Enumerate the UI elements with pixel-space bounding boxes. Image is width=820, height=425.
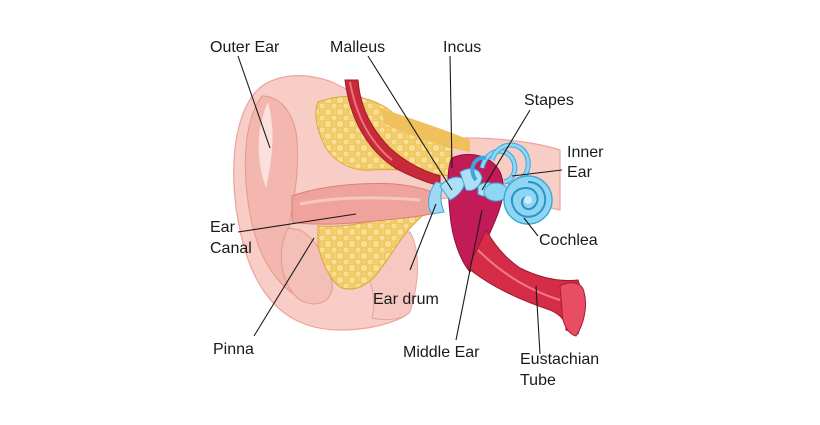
label-malleus: Malleus xyxy=(330,39,385,56)
leader-cochlea xyxy=(523,217,539,237)
leader-inner-ear xyxy=(511,169,563,177)
leader-pinna xyxy=(253,237,315,337)
label-eustachian-line2: Tube xyxy=(520,372,556,389)
label-inner-ear-line2: Ear xyxy=(567,164,593,181)
label-ear-drum: Ear drum xyxy=(373,291,439,308)
label-pinna: Pinna xyxy=(213,341,254,358)
label-incus: Incus xyxy=(443,39,481,56)
leader-malleus xyxy=(367,55,453,191)
inner-ear-shape xyxy=(470,142,553,225)
label-inner-ear-line1: Inner xyxy=(567,144,604,161)
leader-lines xyxy=(237,55,563,355)
leader-ear-canal xyxy=(237,213,357,233)
leader-eustachian-tube xyxy=(535,285,541,355)
label-stapes: Stapes xyxy=(524,92,574,109)
label-outer-ear: Outer Ear xyxy=(210,39,280,56)
leader-stapes xyxy=(481,109,531,191)
label-ear-canal-line2: Canal xyxy=(210,240,252,257)
label-cochlea: Cochlea xyxy=(539,232,598,249)
label-ear-canal-line1: Ear xyxy=(210,219,236,236)
leader-outer-ear xyxy=(237,55,271,149)
fat-tissue xyxy=(315,96,470,290)
leader-ear-drum xyxy=(409,203,437,271)
labels: Outer Ear Malleus Incus Stapes Inner Ear… xyxy=(210,39,604,389)
label-middle-ear: Middle Ear xyxy=(403,344,480,361)
leader-middle-ear xyxy=(455,209,483,341)
cochlea-shape xyxy=(503,175,553,225)
label-eustachian-line1: Eustachian xyxy=(520,351,599,368)
eustachian-tube-shape xyxy=(467,228,587,337)
leader-incus xyxy=(449,55,453,169)
